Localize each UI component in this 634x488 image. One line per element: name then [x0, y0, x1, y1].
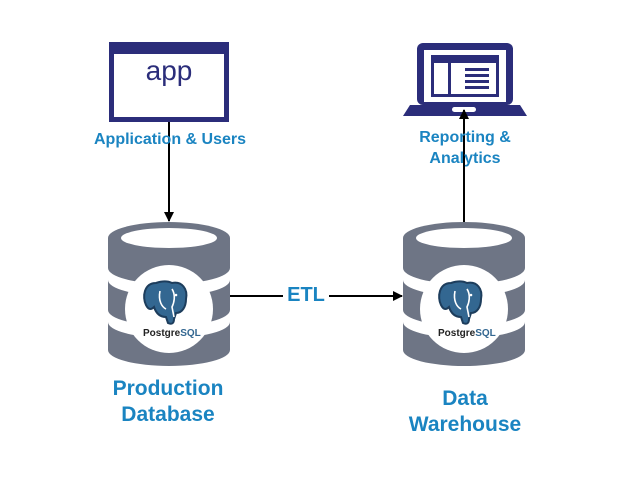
reporting-label-line2: Analytics [429, 150, 501, 167]
etl-edge-label: ETL [283, 284, 329, 307]
warehouse-label-line2: Warehouse [408, 413, 522, 436]
app-icon-text: app [145, 55, 193, 86]
production-label-line2: Database [121, 403, 215, 426]
data-warehouse-label: Data Warehouse [385, 386, 545, 438]
production-database-icon: PostgreSQL [108, 222, 230, 366]
production-database-label: Production Database [88, 376, 248, 428]
app-window-icon [109, 42, 229, 122]
reporting-label-line1: Reporting & [419, 129, 511, 146]
postgresql-logo-text: PostgreSQL [438, 328, 496, 339]
laptop-dashboard-icon [403, 43, 527, 116]
application-users-label: Application & Users [93, 131, 247, 148]
data-warehouse-icon: PostgreSQL [403, 222, 525, 366]
production-label-line1: Production [112, 377, 224, 400]
reporting-analytics-label: Reporting & Analytics [395, 127, 535, 169]
warehouse-label-line1: Data [442, 387, 488, 410]
postgresql-logo-text: PostgreSQL [143, 328, 201, 339]
